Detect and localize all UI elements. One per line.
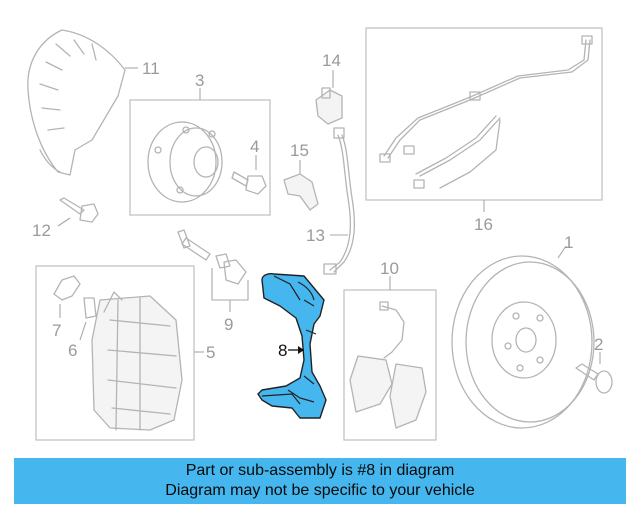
banner-line-1: Part or sub-assembly is #8 in diagram xyxy=(185,462,455,479)
part-5-caliper[interactable] xyxy=(91,291,183,431)
part-9-guide-pins[interactable] xyxy=(177,229,247,285)
part-10-brake-pads[interactable] xyxy=(349,301,427,429)
parts-diagram: 11 12 3 4 14 15 1 xyxy=(27,27,613,441)
part-2-screw[interactable] xyxy=(575,363,613,394)
label-8: 8 xyxy=(278,341,287,360)
label-10: 10 xyxy=(380,259,399,278)
label-1: 1 xyxy=(564,233,573,252)
label-7: 7 xyxy=(52,321,61,340)
part-14-bracket[interactable] xyxy=(315,87,343,125)
label-14: 14 xyxy=(322,51,341,70)
part-8-caliper-bracket[interactable] xyxy=(257,273,327,419)
part-16-wear-sensor-harness[interactable] xyxy=(379,35,593,189)
label-16: 16 xyxy=(474,215,493,234)
part-13-brake-hose[interactable] xyxy=(323,127,356,275)
part-3-hub[interactable] xyxy=(147,121,223,203)
arrow-8-icon xyxy=(298,346,304,354)
label-9: 9 xyxy=(224,315,233,334)
box-5 xyxy=(35,265,195,441)
label-3: 3 xyxy=(195,71,204,90)
label-15: 15 xyxy=(290,141,309,160)
part-15-clip[interactable] xyxy=(283,173,319,211)
label-2: 2 xyxy=(594,335,603,354)
label-4: 4 xyxy=(250,137,259,156)
label-11: 11 xyxy=(142,59,160,78)
part-11-splash-shield[interactable] xyxy=(27,29,126,176)
part-4-bolt[interactable] xyxy=(231,171,267,195)
part-12-bolt[interactable] xyxy=(59,197,99,223)
label-13: 13 xyxy=(306,226,325,245)
part-7-bleeder[interactable] xyxy=(53,275,81,301)
box-3 xyxy=(129,99,271,216)
box-16 xyxy=(365,27,603,201)
part-1-brake-rotor[interactable] xyxy=(451,255,595,429)
banner-line-2: Diagram may not be specific to your vehi… xyxy=(165,482,475,499)
label-5: 5 xyxy=(206,343,215,362)
label-6: 6 xyxy=(68,341,77,360)
label-12: 12 xyxy=(32,221,51,240)
part-6-cap[interactable] xyxy=(83,297,97,319)
info-banner: Part or sub-assembly is #8 in diagram Di… xyxy=(14,458,626,504)
